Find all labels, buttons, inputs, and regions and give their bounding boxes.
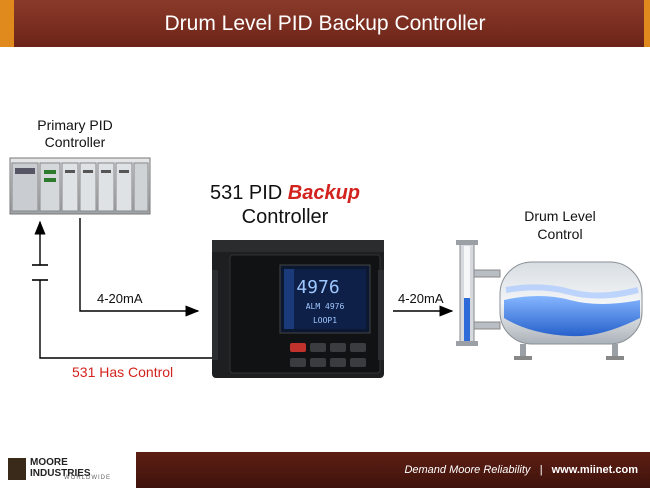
- drum-line2: Control: [537, 226, 583, 242]
- drum-line1: Drum Level: [524, 208, 596, 224]
- backup-emphasis: Backup: [287, 182, 361, 204]
- title-accent-left: [0, 0, 14, 47]
- footer: MOORE INDUSTRIES WORLDWIDE Demand Moore …: [0, 452, 650, 488]
- drum-level-label: Drum Level Control: [500, 207, 620, 243]
- primary-line2: Controller: [44, 134, 106, 150]
- logo-line1: MOORE: [30, 457, 68, 468]
- moore-logo: MOORE INDUSTRIES WORLDWIDE: [0, 452, 136, 488]
- primary-line1: Primary PID: [37, 117, 113, 133]
- footer-url[interactable]: www.miinet.com: [551, 464, 638, 476]
- backup-controller-label: 531 PID Backup Controller: [180, 181, 390, 229]
- level-column-image: [456, 240, 501, 346]
- drum-tank-image: [499, 261, 643, 360]
- primary-plc-image: [9, 157, 151, 215]
- display-alarm: ALM 4976: [306, 302, 345, 311]
- footer-separator: |: [539, 464, 543, 476]
- logo-mark: [8, 458, 26, 480]
- display-loop: LOOP1: [313, 316, 337, 325]
- backup-prefix: 531 PID: [209, 182, 283, 204]
- primary-controller-label: Primary PID Controller: [10, 117, 140, 151]
- control-status-label: 531 Has Control: [72, 364, 174, 380]
- footer-tagline: Demand Moore Reliability: [404, 464, 531, 476]
- logo-line2: INDUSTRIES: [30, 468, 91, 479]
- page-title: Drum Level PID Backup Controller: [164, 12, 486, 35]
- signal-lines: [32, 218, 454, 359]
- footer-text: Demand Moore Reliability | www.miinet.co…: [404, 452, 638, 488]
- title-accent-right: [644, 0, 650, 47]
- backup-controller-image: 4976 ALM 4976 LOOP1: [212, 240, 384, 378]
- output-signal-label: 4-20mA: [398, 291, 444, 306]
- display-pv: 4976: [296, 277, 339, 298]
- input-signal-label: 4-20mA: [97, 291, 143, 306]
- backup-line1: 531 PID Backup: [180, 181, 390, 205]
- backup-line2: Controller: [241, 206, 329, 228]
- logo-line3: WORLDWIDE: [64, 475, 111, 481]
- title-bar: Drum Level PID Backup Controller: [0, 0, 650, 47]
